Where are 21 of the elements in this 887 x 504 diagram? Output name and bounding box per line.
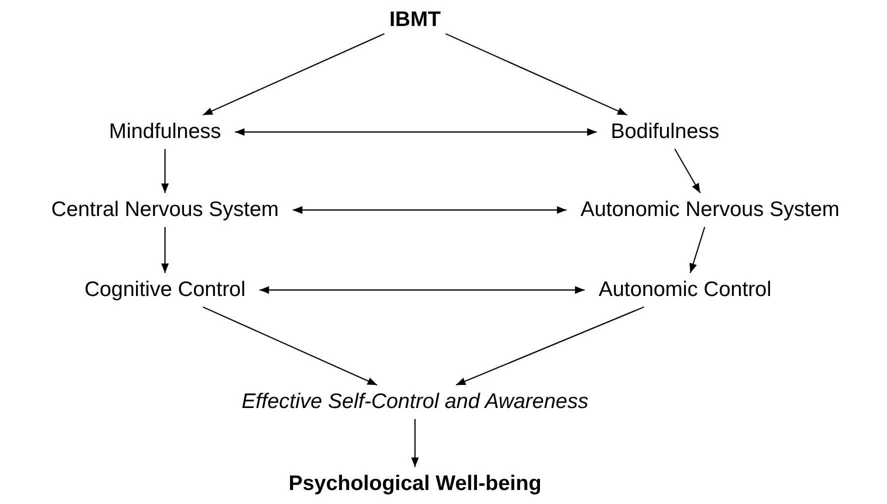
node-label: Mindfulness [108,120,222,144]
arrow [202,306,378,386]
node-label: Effective Self-Control and Awareness [242,390,588,414]
arrow [292,206,566,214]
arrow [456,306,644,386]
arrow [202,33,385,116]
arrow [445,33,628,116]
arrow [411,419,419,467]
arrow [235,128,597,136]
node-label: Bodifulness [610,120,720,144]
node-label: IBMT [389,8,441,32]
node-label: Autonomic Control [598,278,772,302]
node-label: Central Nervous System [51,198,279,222]
node-label: Psychological Well-being [288,472,542,496]
arrow [690,226,706,274]
arrow [260,286,585,294]
node-label: Cognitive Control [84,278,246,302]
arrow [161,149,169,193]
arrow [161,227,169,273]
node-label: Autonomic Nervous System [580,198,840,222]
arrow [674,148,701,194]
